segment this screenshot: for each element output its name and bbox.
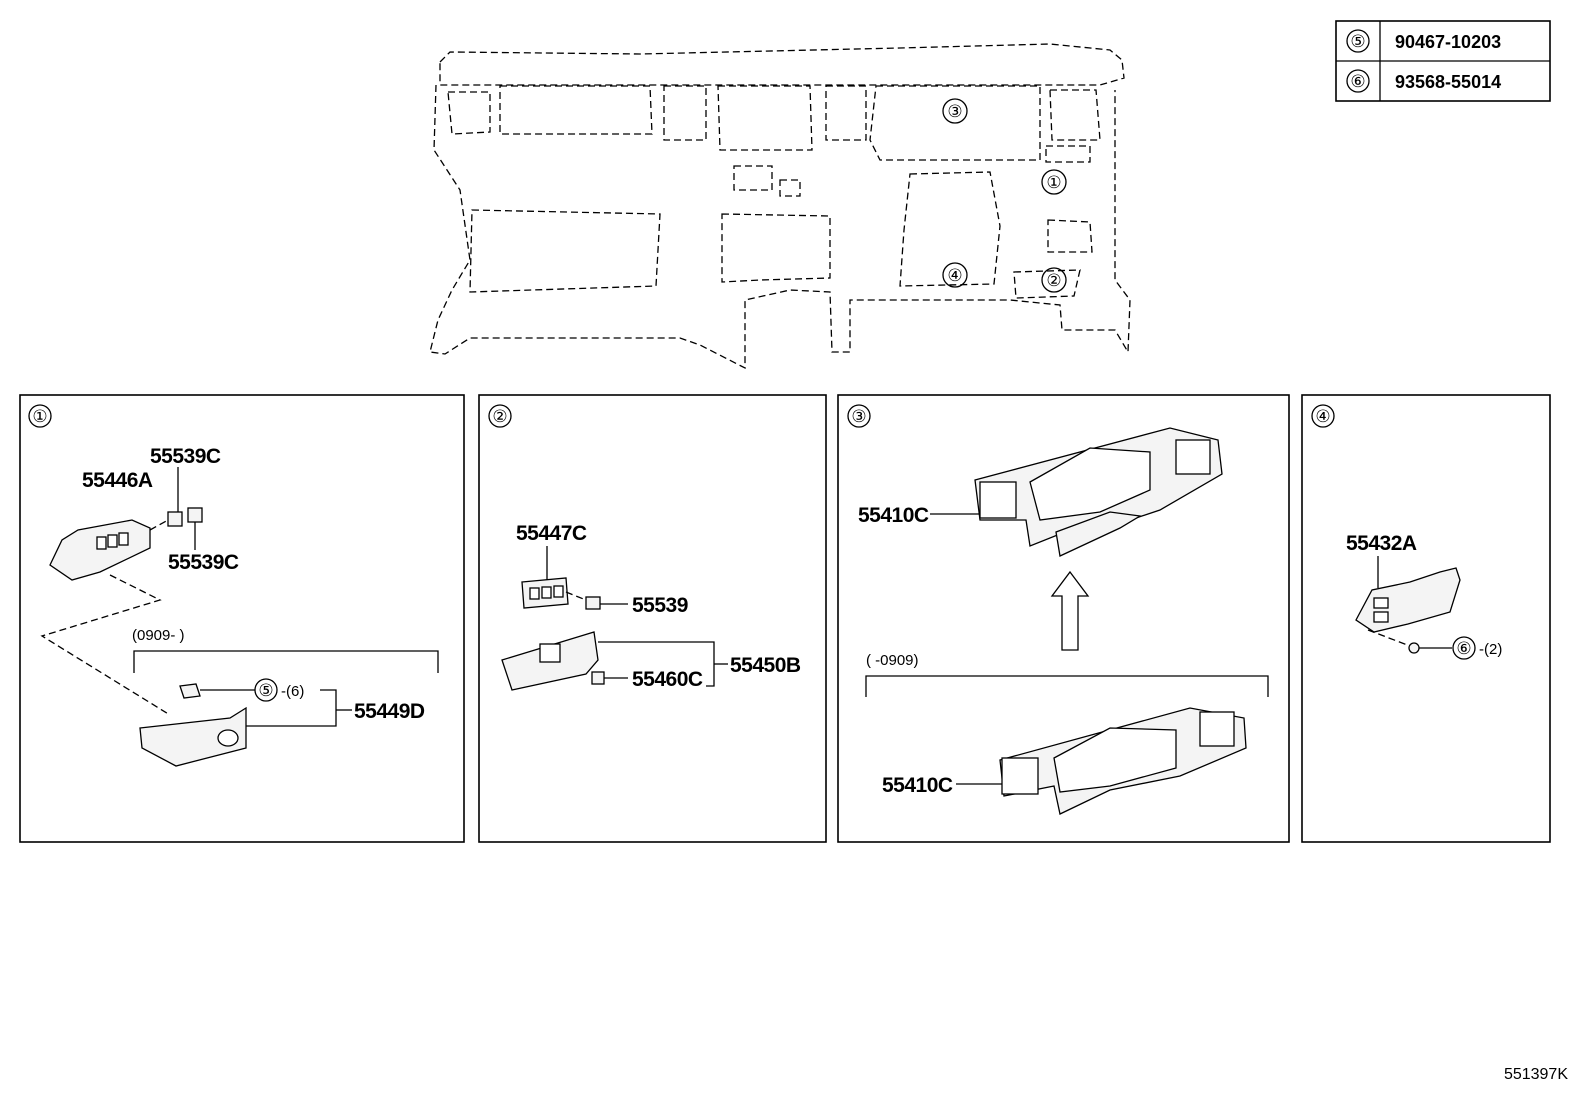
part-label: 55539C (150, 445, 221, 468)
left-vent-outline (447, 91, 491, 135)
part-label: 55447C (516, 522, 587, 545)
dashboard-overview: ③ ① ④ ② (429, 43, 1131, 370)
panel-1: ① 55539C 55446A 55539C (0909- ) ⑤ -(6) 5… (19, 394, 465, 843)
fastener-ref-circle (254, 678, 278, 702)
panel-4: ④ 55432A ⑥ -(2) (1301, 394, 1551, 843)
date-range-note: (0909- ) (132, 627, 185, 644)
panel-2: ② 55447C 55539 55460C 55450B (478, 394, 827, 843)
upper-left-bezel-outline (499, 85, 653, 135)
part-label: 55410C (858, 504, 929, 527)
dashboard-top-outline (439, 43, 1125, 86)
overview-callout-4: ④ (942, 262, 968, 288)
panel-ref: ③ (851, 407, 866, 426)
part-label: 55446A (82, 469, 153, 492)
clip-part (179, 683, 201, 699)
fastener-qty: -(6) (281, 683, 304, 700)
left-vent (979, 481, 1017, 519)
cluster-lower-lip (1055, 511, 1142, 557)
center-button-outline (779, 179, 801, 197)
steering-column-outline (899, 171, 1001, 287)
clip-part (591, 671, 605, 685)
part-label: 55432A (1346, 532, 1417, 555)
diagram-code: 551397K (1504, 1066, 1568, 1083)
panel-ref-circle (1311, 404, 1335, 428)
date-range-bracket (865, 675, 1269, 697)
ref-circle (1346, 69, 1370, 93)
part-label: 55449D (354, 700, 425, 723)
part-label: 55450B (730, 654, 801, 677)
legend-row: ⑤ 90467-10203 (1346, 29, 1501, 53)
lower-right-vent-outline (1047, 219, 1093, 253)
lower-bracket-part (139, 706, 247, 767)
center-lower-panel-outline (721, 213, 831, 283)
lower-right-switch-outline (1013, 269, 1081, 299)
audio-slot-outline (733, 165, 773, 191)
callout-label: ④ (947, 266, 962, 285)
right-vent (1175, 439, 1211, 475)
panel-frame (19, 394, 465, 843)
right-vent (1199, 711, 1235, 747)
panel-ref-circle (488, 404, 512, 428)
left-vent (1001, 757, 1039, 795)
overview-callout-2: ② (1041, 267, 1067, 293)
right-small-panel-outline (1045, 145, 1091, 163)
overview-callout-1: ① (1041, 169, 1067, 195)
dashboard-body-outline (429, 84, 1131, 370)
ref-circle (1346, 29, 1370, 53)
fastener-qty: -(2) (1479, 641, 1502, 658)
part-label: 55410C (882, 774, 953, 797)
legend-row: ⑥ 93568-55014 (1346, 69, 1501, 93)
callout-label: ③ (947, 102, 962, 121)
panel-ref: ④ (1315, 407, 1330, 426)
center-right-vent-outline (825, 85, 867, 141)
date-range-bracket (133, 650, 439, 673)
screw-part (1408, 642, 1420, 654)
part-label: 55539C (168, 551, 239, 574)
legend-ref: ⑤ (1350, 32, 1365, 51)
legend-part-number: 93568-55014 (1395, 72, 1501, 92)
switch-bezel-part (49, 519, 151, 581)
panel-ref: ② (492, 407, 507, 426)
right-vent-outline (1049, 89, 1101, 141)
center-panel-outline (717, 85, 813, 151)
legend-ref: ⑥ (1350, 72, 1365, 91)
panel-frame (837, 394, 1290, 843)
switch-part (585, 596, 601, 610)
panel-ref-circle (847, 404, 871, 428)
legend-part-number: 90467-10203 (1395, 32, 1501, 52)
legend-table: ⑤ 90467-10203 ⑥ 93568-55014 (1335, 20, 1551, 102)
panel-ref-circle (28, 404, 52, 428)
fastener-ref: ⑥ (1456, 639, 1471, 658)
overview-callout-3: ③ (942, 98, 968, 124)
callout-label: ② (1046, 271, 1061, 290)
cluster-hood-outline (869, 85, 1041, 161)
panel-frame (478, 394, 827, 843)
date-range-note: ( -0909) (866, 652, 919, 669)
panel-frame (1301, 394, 1551, 843)
part-label: 55539 (632, 594, 688, 617)
panel-ref: ① (32, 407, 47, 426)
switch-part (187, 507, 203, 523)
switch-part (167, 511, 183, 527)
fastener-ref-circle (1452, 636, 1476, 660)
direction-arrow (1050, 570, 1090, 651)
part-label: 55460C (632, 668, 703, 691)
lower-cover-part (1355, 567, 1461, 633)
center-left-vent-outline (663, 85, 707, 141)
panel-3: ③ 55410C ( -0909) 55410C (837, 394, 1290, 843)
glovebox-outline (469, 209, 661, 293)
callout-label: ① (1046, 173, 1061, 192)
fastener-ref: ⑤ (258, 681, 273, 700)
